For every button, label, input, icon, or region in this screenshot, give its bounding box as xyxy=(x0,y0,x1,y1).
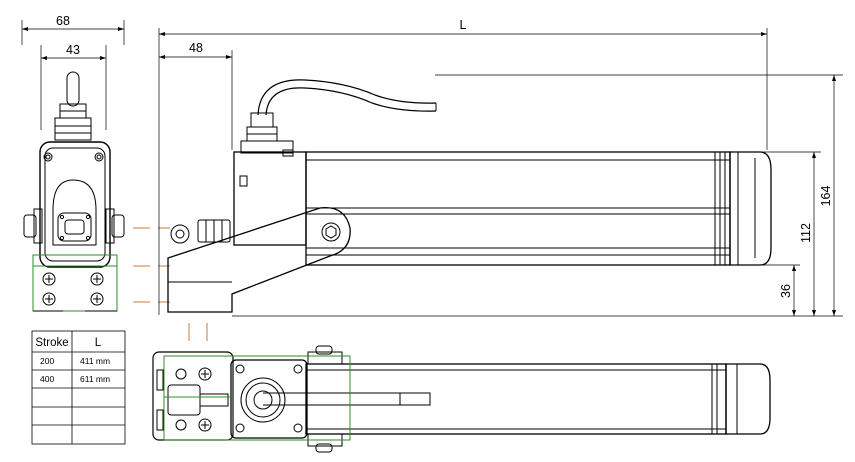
table-cell: 200 xyxy=(40,356,54,366)
table-cell: 400 xyxy=(40,374,54,384)
stroke-table-text: Stroke L 200 411 mm 400 611 mm xyxy=(35,337,110,384)
side-view xyxy=(158,28,843,317)
dim-length: L xyxy=(460,18,467,32)
stroke-table xyxy=(31,330,126,445)
table-header-l: L xyxy=(95,337,102,349)
dim-offset: 48 xyxy=(189,41,203,55)
table-cell: 411 mm xyxy=(80,356,110,366)
dim-height-base: 36 xyxy=(779,284,793,298)
top-view-bracket xyxy=(163,355,351,441)
dimension-labels: 68 43 48 L 164 112 36 xyxy=(56,14,833,298)
dim-width-total: 68 xyxy=(56,14,70,28)
end-view-bracket xyxy=(32,254,118,312)
table-cell: 611 mm xyxy=(80,374,110,384)
dim-height-body: 112 xyxy=(799,223,813,243)
top-view xyxy=(152,345,771,453)
end-view-screws xyxy=(33,272,117,312)
dim-width-inner: 43 xyxy=(66,43,80,57)
center-lines xyxy=(133,227,208,341)
end-view xyxy=(21,20,125,268)
dim-height-total: 164 xyxy=(819,186,833,207)
table-header-stroke: Stroke xyxy=(35,337,68,349)
